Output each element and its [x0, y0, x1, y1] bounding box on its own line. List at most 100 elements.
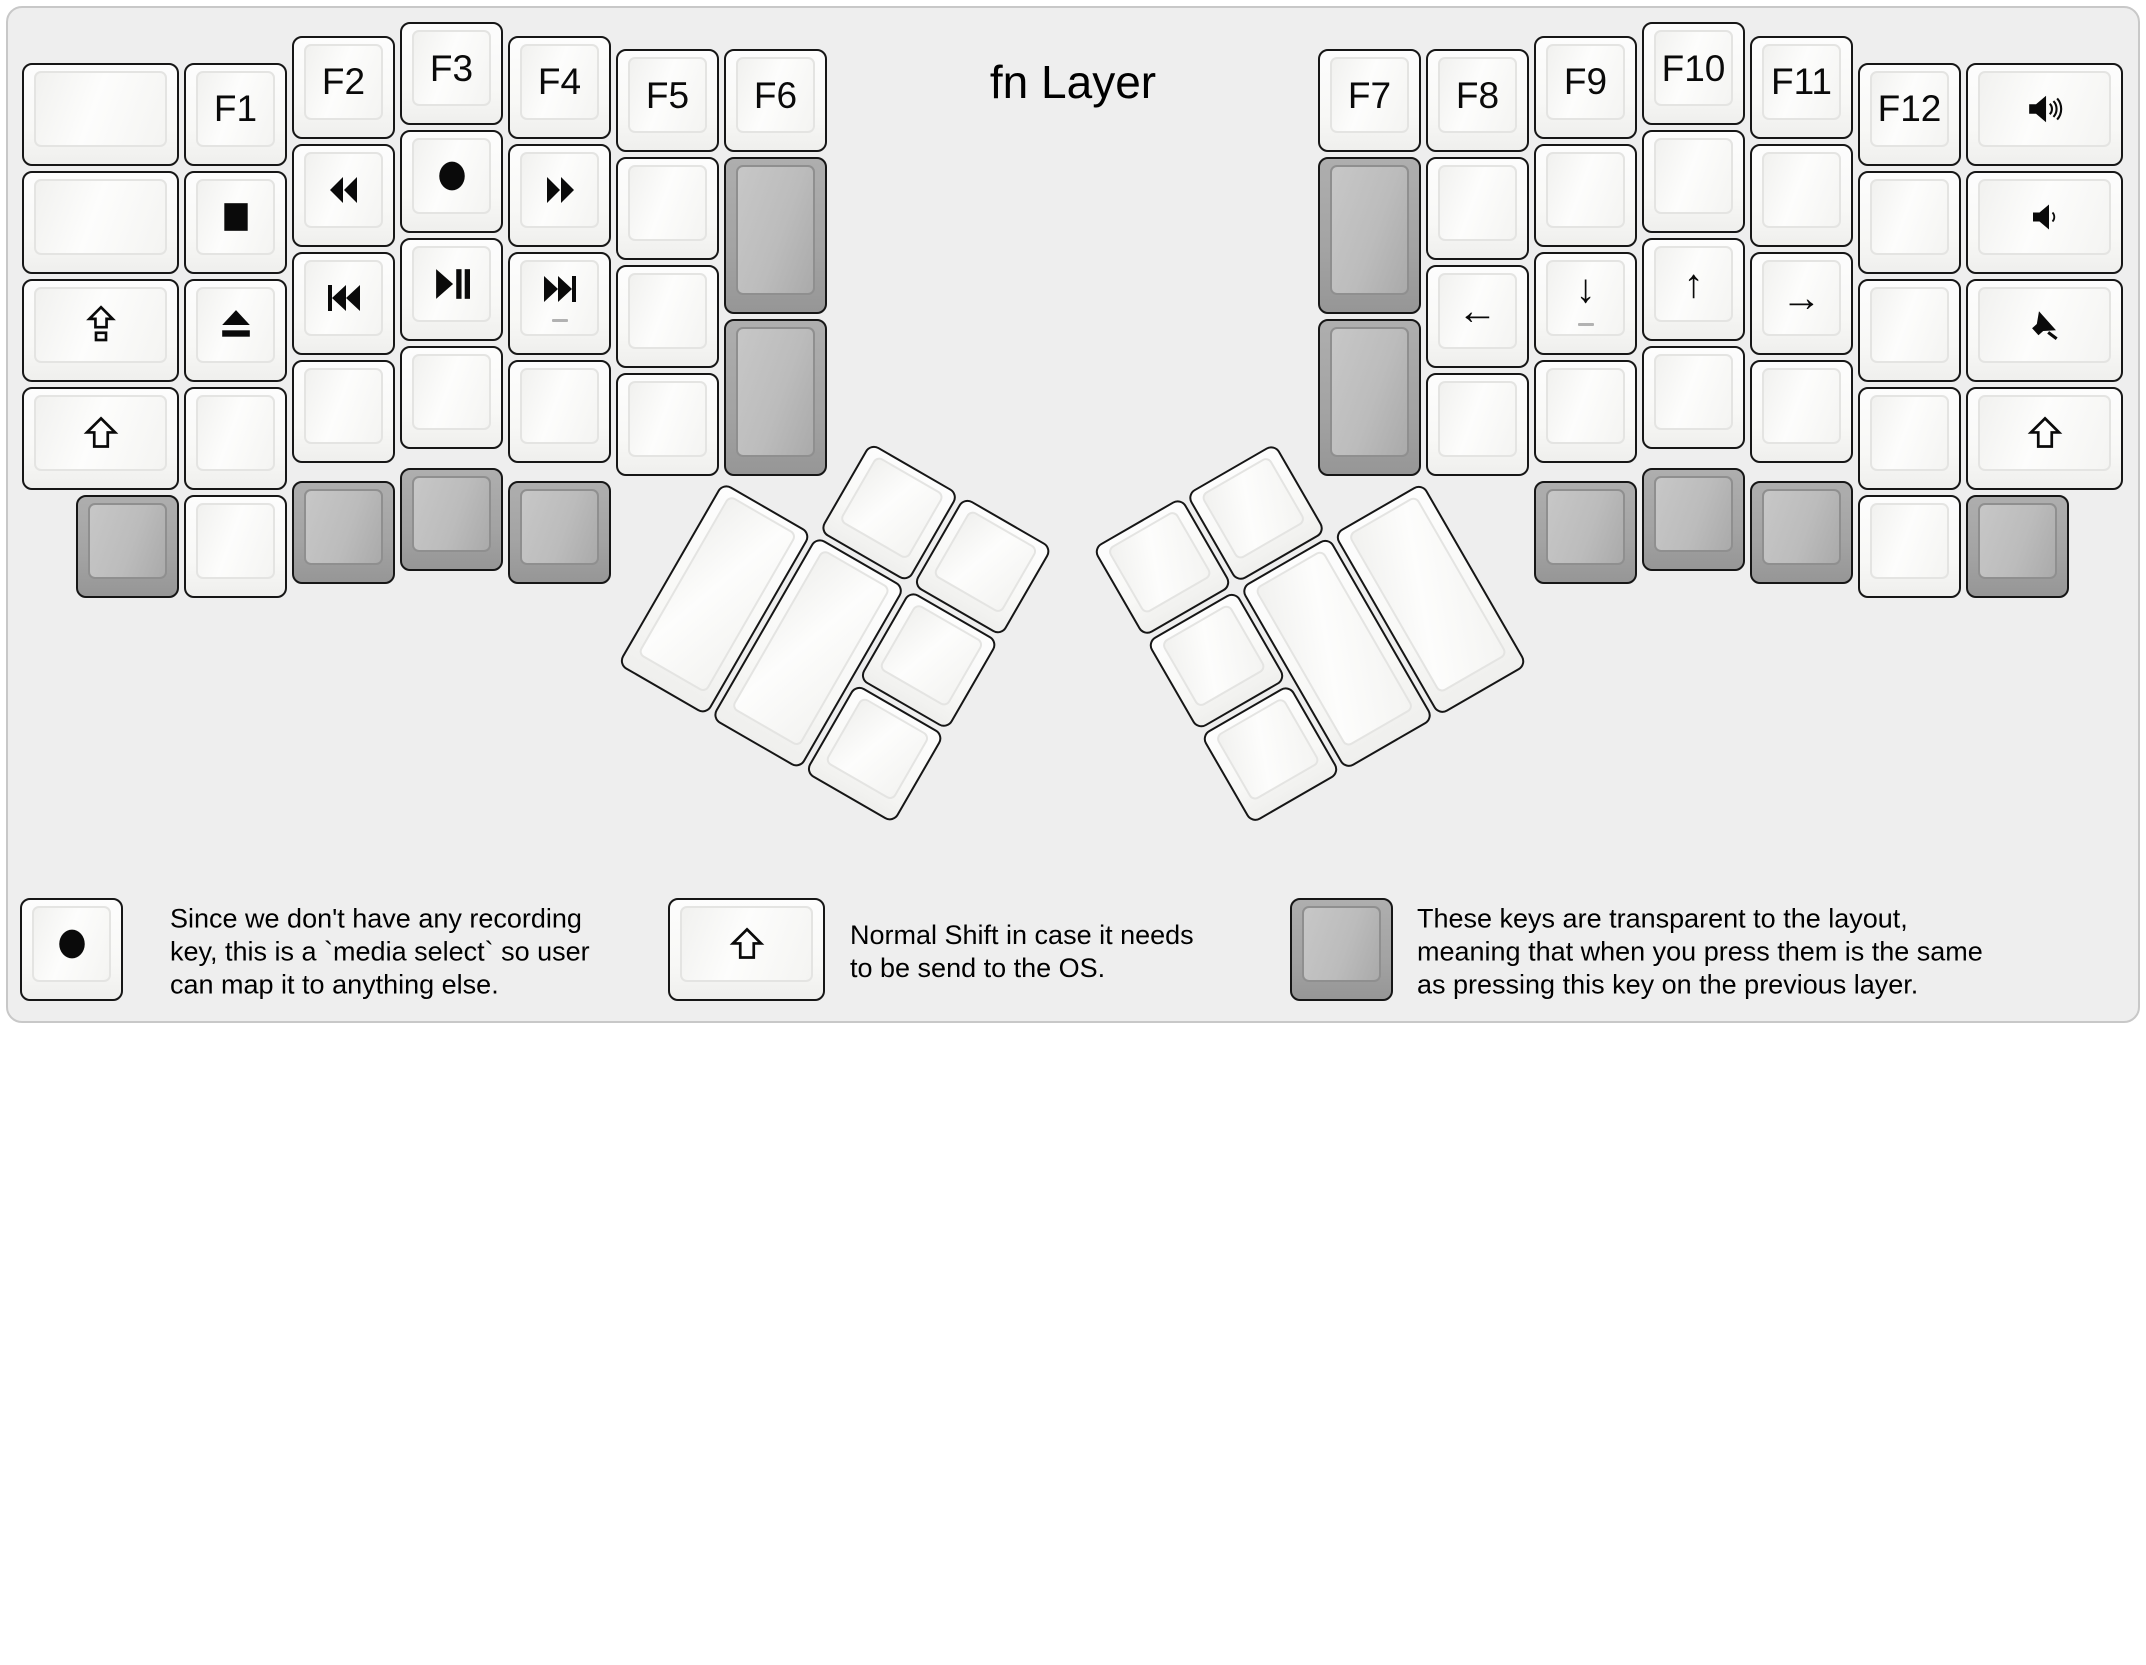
key-caps-lock[interactable]: [22, 278, 179, 382]
key-f7[interactable]: F7: [1318, 49, 1421, 152]
key-blank[interactable]: [1858, 386, 1961, 490]
key-f3[interactable]: F3: [400, 22, 503, 125]
key-blank[interactable]: [616, 157, 719, 260]
keycap-surface: [196, 502, 275, 579]
key-stop[interactable]: [184, 170, 287, 274]
keycap-surface: [1438, 165, 1517, 241]
keycap-surface: [736, 327, 815, 457]
rewind-icon: [327, 174, 361, 206]
key-f2[interactable]: F2: [292, 35, 395, 139]
key-legend-text: F11: [1770, 61, 1832, 102]
key-blank[interactable]: [1534, 143, 1637, 247]
keycap-surface: [196, 178, 275, 255]
key-eject[interactable]: [184, 278, 287, 382]
key-blank[interactable]: [508, 359, 611, 463]
key-blank[interactable]: [1642, 346, 1745, 449]
key-blank[interactable]: [616, 373, 719, 476]
key-blank[interactable]: [400, 346, 503, 449]
key-mute[interactable]: [1966, 278, 2123, 382]
key-f10[interactable]: F10: [1642, 22, 1745, 125]
key-f9[interactable]: F9: [1534, 35, 1637, 139]
key-legend-text: F10: [1661, 47, 1726, 89]
fast-forward-icon: [543, 174, 577, 206]
key-next-track[interactable]: [508, 251, 611, 355]
key-f11[interactable]: F11: [1750, 35, 1853, 139]
keycap-surface: [1762, 151, 1841, 228]
key-transparent[interactable]: [292, 481, 395, 584]
keycap-surface: [1870, 502, 1949, 579]
key-arrow-up[interactable]: ↑: [1642, 238, 1745, 341]
keycap-surface: [1654, 475, 1733, 552]
key-transparent[interactable]: [508, 481, 611, 584]
key-blank[interactable]: [184, 494, 287, 598]
keycap-surface: [304, 151, 383, 228]
key-transparent[interactable]: [1642, 467, 1745, 571]
key-blank[interactable]: [1426, 373, 1529, 476]
legend-note-2: Normal Shift in case it needs to be send…: [850, 920, 1194, 983]
keycap-surface: [1302, 906, 1381, 982]
key-play-pause[interactable]: [400, 238, 503, 341]
key-blank[interactable]: [1534, 359, 1637, 463]
key-transparent[interactable]: [1966, 494, 2069, 598]
key-transparent[interactable]: [724, 157, 827, 314]
key-transparent[interactable]: [1318, 319, 1421, 476]
keycap-surface: [628, 273, 707, 349]
key-f5[interactable]: F5: [616, 49, 719, 152]
key-record-media-select[interactable]: [400, 130, 503, 233]
key-arrow-down[interactable]: ↓: [1534, 251, 1637, 355]
keycap-surface: ←: [1438, 273, 1517, 349]
key-blank[interactable]: [292, 359, 395, 463]
shift-icon: [83, 415, 119, 451]
play-pause-icon: [434, 267, 470, 301]
key-shift[interactable]: [22, 386, 179, 490]
key-shift[interactable]: [1966, 386, 2123, 490]
key-blank[interactable]: [1858, 170, 1961, 274]
key-volume-up[interactable]: [1966, 62, 2123, 166]
keycap-surface: [1330, 165, 1409, 295]
key-f6[interactable]: F6: [724, 49, 827, 152]
keycap-surface: [1654, 354, 1733, 430]
keycap-surface: [88, 502, 167, 579]
key-f1[interactable]: F1: [184, 62, 287, 166]
key-transparent[interactable]: [400, 467, 503, 571]
key-record-sample: [20, 898, 123, 1001]
keycap-surface: [304, 259, 383, 336]
key-blank[interactable]: [1750, 143, 1853, 247]
key-transparent[interactable]: [76, 494, 179, 598]
key-blank[interactable]: [1858, 278, 1961, 382]
key-blank[interactable]: [184, 386, 287, 490]
key-blank[interactable]: [1426, 157, 1529, 260]
key-blank[interactable]: [1642, 130, 1745, 233]
key-f8[interactable]: F8: [1426, 49, 1529, 152]
key-blank[interactable]: [616, 265, 719, 368]
keycap-surface: [628, 165, 707, 241]
keycap-surface: [1654, 138, 1733, 214]
keycap-surface: [520, 151, 599, 228]
key-transparent[interactable]: [1750, 481, 1853, 584]
key-f4[interactable]: F4: [508, 35, 611, 139]
caps-lock-icon: [83, 304, 119, 345]
key-legend-text: F8: [1455, 74, 1500, 116]
key-transparent[interactable]: [724, 319, 827, 476]
key-legend-text: F5: [645, 74, 690, 116]
key-legend-text: F7: [1347, 74, 1392, 116]
key-f12[interactable]: F12: [1858, 62, 1961, 166]
keycap-surface: ↓: [1546, 259, 1625, 336]
key-transparent[interactable]: [1318, 157, 1421, 314]
key-transparent[interactable]: [1534, 481, 1637, 584]
key-blank[interactable]: [22, 62, 179, 166]
key-legend-text: F3: [429, 47, 474, 89]
key-volume-down[interactable]: [1966, 170, 2123, 274]
key-legend-text: F9: [1563, 61, 1608, 102]
key-fast-forward[interactable]: [508, 143, 611, 247]
keycap-surface: F2: [304, 43, 383, 120]
key-blank[interactable]: [1750, 359, 1853, 463]
key-prev-track[interactable]: [292, 251, 395, 355]
mute-icon: [2027, 308, 2063, 342]
key-blank[interactable]: [1858, 494, 1961, 598]
volume-down-icon: [2028, 201, 2062, 233]
key-arrow-right[interactable]: →: [1750, 251, 1853, 355]
key-blank[interactable]: [22, 170, 179, 274]
key-arrow-left[interactable]: ←: [1426, 265, 1529, 368]
key-rewind[interactable]: [292, 143, 395, 247]
